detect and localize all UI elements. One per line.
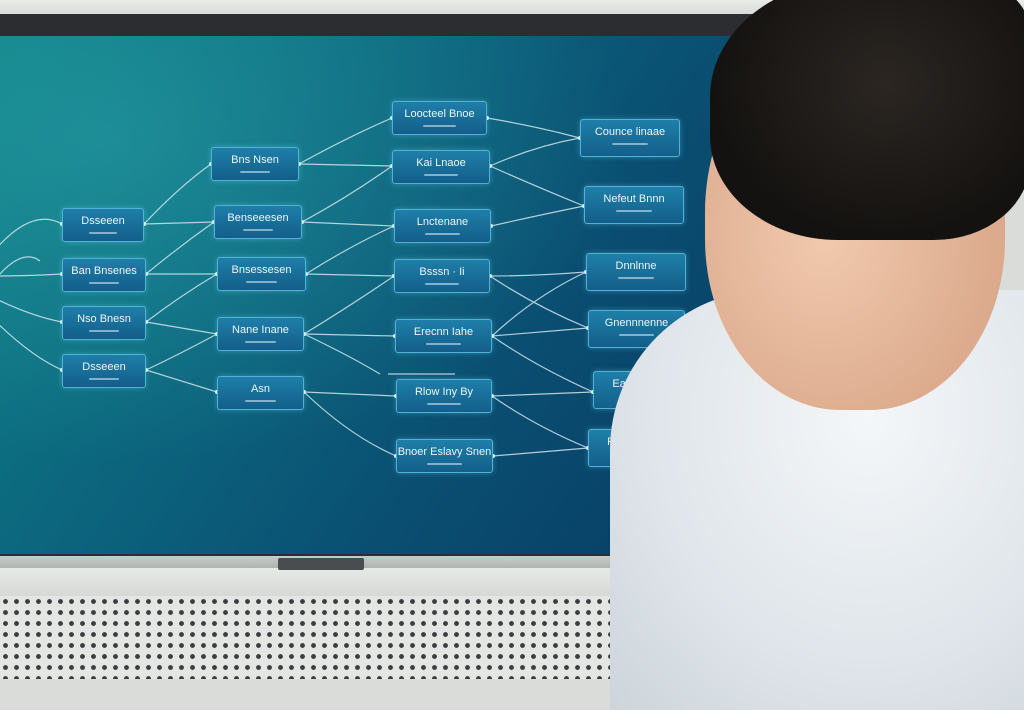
node-sublabel xyxy=(245,281,278,283)
node-sublabel xyxy=(427,403,461,405)
node-sublabel xyxy=(89,378,119,380)
diagram-node: Kai Lnaoe xyxy=(392,150,490,184)
node-sublabel xyxy=(423,174,459,176)
node-label: Dsseeen xyxy=(82,361,126,373)
node-label: Loocteel Bnoe xyxy=(404,108,475,120)
node-label: Dnnlnne xyxy=(615,260,657,272)
node-label: Kai Lnaoe xyxy=(416,157,466,169)
node-sublabel xyxy=(426,343,461,345)
diagram-node: Dsseeen xyxy=(62,354,146,388)
node-label: Asn xyxy=(251,383,270,395)
diagram-node: Erecnn Iahe xyxy=(395,319,492,353)
node-sublabel xyxy=(425,283,459,285)
diagram-node: Ban Bnsenes xyxy=(62,258,146,292)
diagram-node: Nso Bnesn xyxy=(62,306,146,340)
node-sublabel xyxy=(618,277,654,279)
node-sublabel xyxy=(89,330,119,332)
diagram-node: Dsseeen xyxy=(62,208,144,242)
diagram-node: Loocteel Bnoe xyxy=(392,101,487,135)
node-label: Dsseeen xyxy=(81,215,125,227)
diagram-node: Bsssn · Ii xyxy=(394,259,490,293)
node-sublabel xyxy=(245,341,276,343)
node-sublabel xyxy=(239,171,271,173)
node-label: Bnoer Eslavy Snen xyxy=(397,446,492,458)
diagram-node: Bns Nsen xyxy=(211,147,299,181)
perforated-panel xyxy=(0,596,620,679)
diagram-connectors xyxy=(0,116,595,458)
node-sublabel xyxy=(425,233,460,235)
diagram-node: Asn xyxy=(217,376,304,410)
node-label: Rlow Iny By xyxy=(414,386,474,398)
diagram-node: Dnnlnne xyxy=(586,253,686,291)
node-sublabel xyxy=(427,463,462,465)
person xyxy=(610,0,1024,710)
diagram-node: Nane Inane xyxy=(217,317,304,351)
node-label: Bnsessesen xyxy=(231,264,292,276)
diagram-node: Bnoer Eslavy Snen xyxy=(396,439,493,473)
person-hair xyxy=(710,0,1024,240)
node-label: Bsssn · Ii xyxy=(419,266,465,278)
node-sublabel xyxy=(89,282,119,284)
node-sublabel xyxy=(619,334,654,336)
node-sublabel xyxy=(242,229,274,231)
node-label: Benseeesen xyxy=(227,212,289,224)
node-label: Counce linaae xyxy=(594,126,666,138)
node-sublabel xyxy=(245,400,276,402)
node-sublabel xyxy=(612,143,648,145)
node-label: Nefeut Bnnn xyxy=(603,193,665,205)
node-sublabel xyxy=(88,232,118,234)
node-label: Nso Bnesn xyxy=(77,313,131,325)
node-label: Lnctenane xyxy=(416,216,469,228)
diagram-node: Bnsessesen xyxy=(217,257,306,291)
diagram-node: Lnctenane xyxy=(394,209,491,243)
node-label: Bns Nsen xyxy=(231,154,279,166)
node-label: Nane Inane xyxy=(232,324,289,336)
diagram-node: Rlow Iny By xyxy=(396,379,492,413)
monitor-screen: Dsseeen Ban Bnsenes Nso Bnesn Dsseeen Bn… xyxy=(0,36,780,554)
monitor-base-knob xyxy=(278,558,364,570)
node-label: Gnennnenne xyxy=(604,317,669,329)
node-sublabel xyxy=(616,210,652,212)
node-label: Ban Bnsenes xyxy=(71,265,137,277)
node-label: Erecnn Iahe xyxy=(413,326,474,338)
diagram-node: Benseeesen xyxy=(214,205,302,239)
diagram-node: Counce linaae xyxy=(580,119,680,157)
node-sublabel xyxy=(422,125,457,127)
diagram-node: Nefeut Bnnn xyxy=(584,186,684,224)
